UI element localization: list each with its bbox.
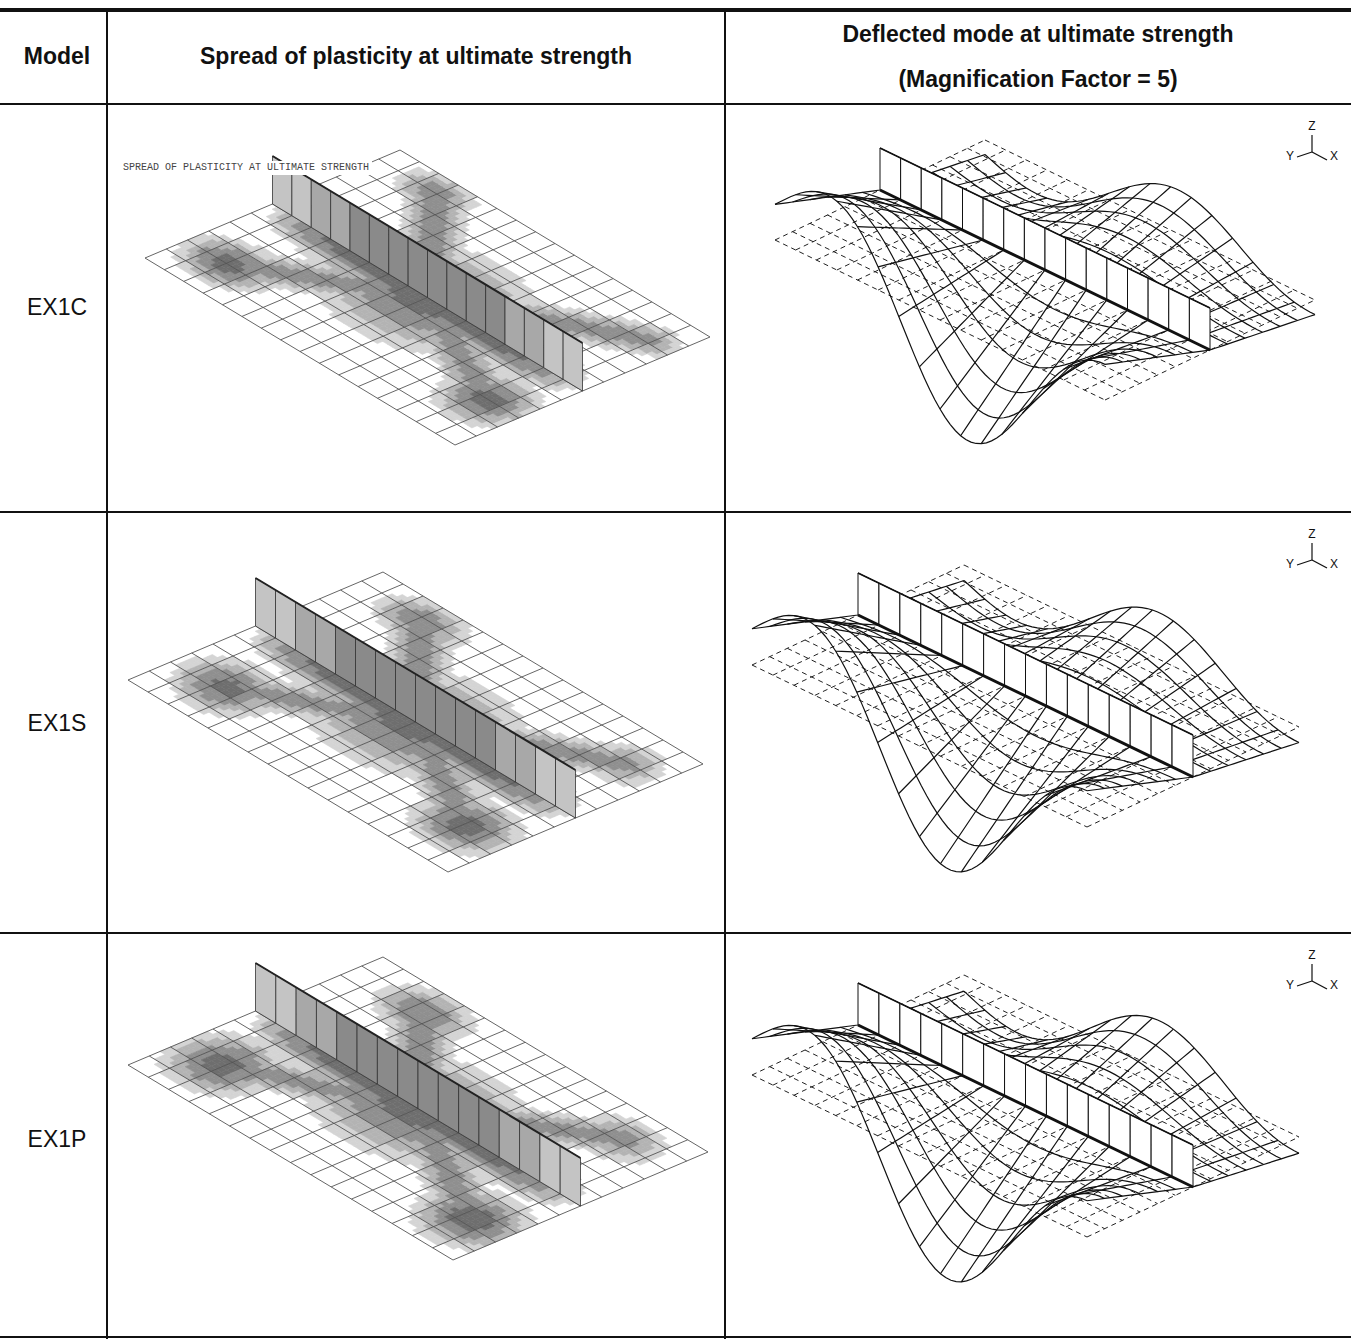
figure-page: ModelSpread of plasticity at ultimate st… <box>0 0 1351 1339</box>
